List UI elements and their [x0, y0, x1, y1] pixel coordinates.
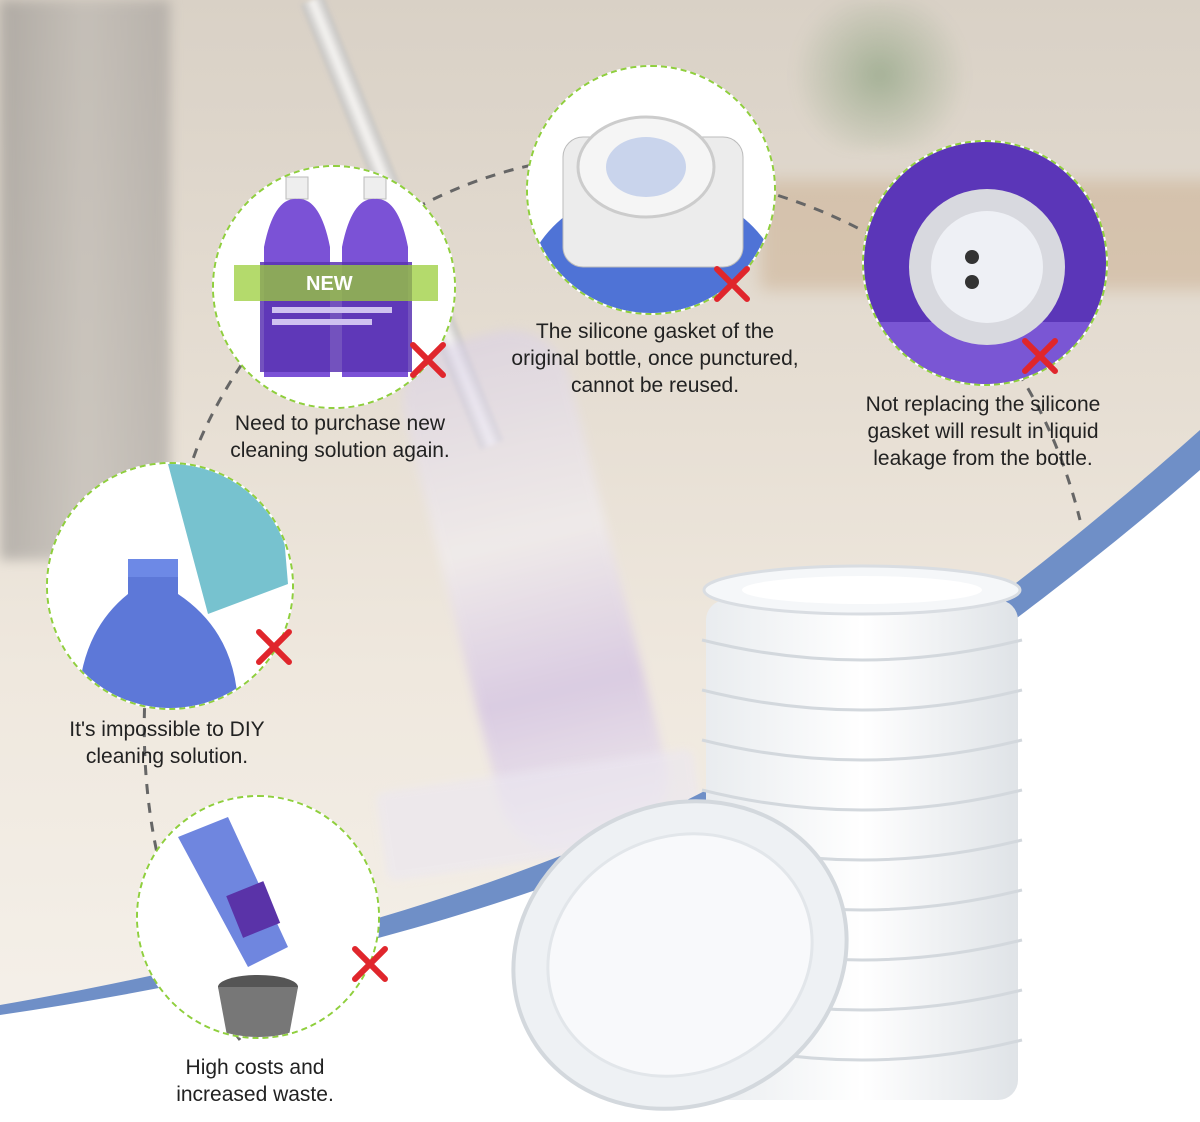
caption-diy: It's impossible to DIY cleaning solution…	[69, 718, 265, 768]
caption-leakage: Not replacing the silicone gasket will r…	[865, 393, 1101, 470]
cross-icon	[1022, 338, 1058, 374]
caption-purchase: Need to purchase new cleaning solution a…	[230, 412, 450, 462]
panel-waste-image	[136, 795, 380, 1039]
panel-leakage-image	[862, 140, 1108, 386]
panel-gasket-image	[526, 65, 776, 315]
panel-diy-image	[46, 462, 294, 710]
cross-icon	[256, 629, 292, 665]
plant	[780, 0, 980, 150]
caption-waste: High costs and increased waste.	[176, 1056, 334, 1106]
new-badge: NEW	[306, 273, 353, 295]
cross-icon	[714, 266, 750, 302]
panel-purchase-image: NEW	[212, 165, 456, 409]
cross-icon	[352, 946, 388, 982]
cross-icon	[410, 342, 446, 378]
caption-gasket-puncture: The silicone gasket of the original bott…	[511, 320, 799, 397]
